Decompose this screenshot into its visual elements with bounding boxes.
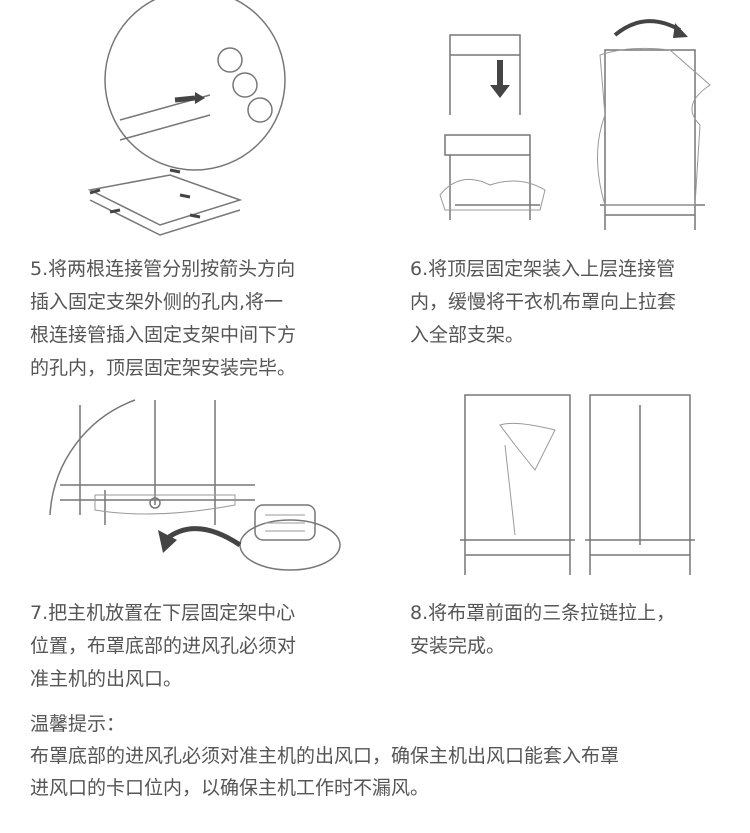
illustration-step-7 — [49, 399, 341, 571]
step-line: 5.将两根连接管分别按箭头方向 — [30, 258, 296, 280]
tip-title: 温馨提示： — [30, 713, 126, 735]
illustration-step-5 — [87, 0, 286, 236]
illustration-step-6 — [439, 19, 711, 230]
step-line: 6.将顶层固定架装入上层连接管 — [410, 258, 676, 280]
step-7-text: 7.把主机放置在下层固定架中心 位置，布罩底部的进风孔必须对 准主机的出风口。 — [30, 597, 296, 696]
tip-line: 布罩底部的进风孔必须对准主机的出风口，确保主机出风口能套入布罩 — [30, 745, 620, 767]
step-line: 7.把主机放置在下层固定架中心 — [30, 602, 296, 624]
step-line: 准主机的出风口。 — [30, 668, 183, 690]
step-5-text: 5.将两根连接管分别按箭头方向 插入固定支架外侧的孔内,将一 根连接管插入固定支… — [30, 253, 296, 385]
step-line: 入全部支架。 — [410, 324, 525, 346]
step-line: 插入固定支架外侧的孔内,将一 — [30, 291, 284, 313]
step-line: 安装完成。 — [410, 635, 506, 657]
tip-section: 温馨提示： 布罩底部的进风孔必须对准主机的出风口，确保主机出风口能套入布罩 进风… — [30, 708, 619, 804]
step-line: 根连接管插入固定支架中间下方 — [30, 324, 297, 346]
illustration-step-8 — [460, 394, 695, 575]
step-line: 8.将布罩前面的三条拉链拉上， — [410, 602, 676, 624]
step-line: 的孔内，顶层固定架安装完毕。 — [30, 357, 297, 379]
step-line: 位置，布罩底部的进风孔必须对 — [30, 635, 297, 657]
step-8-text: 8.将布罩前面的三条拉链拉上， 安装完成。 — [410, 597, 675, 663]
tip-line: 进风口的卡口位内，以确保主机工作时不漏风。 — [30, 777, 430, 799]
step-6-text: 6.将顶层固定架装入上层连接管 内，缓慢将干衣机布罩向上拉套 入全部支架。 — [410, 253, 676, 352]
step-line: 内，缓慢将干衣机布罩向上拉套 — [410, 291, 677, 313]
